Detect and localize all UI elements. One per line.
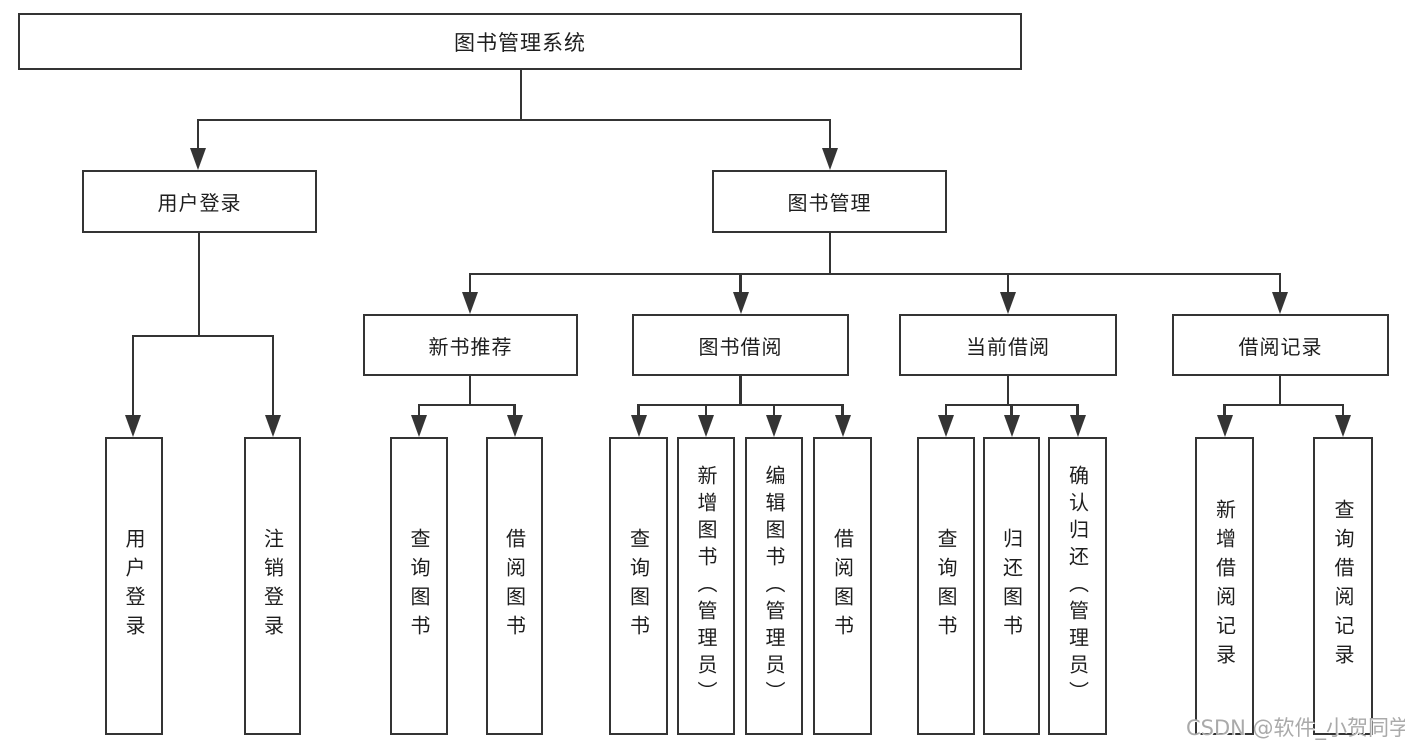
connector-root-rail (197, 118, 831, 122)
leaf-return-books: 归还图书 (983, 437, 1040, 735)
connector-stem-leaf (704, 404, 708, 416)
arrow-to-leaf (938, 415, 954, 437)
arrow-to-leaf (1069, 415, 1086, 437)
csdn-watermark: CSDN @软件_小贺同学 (1186, 716, 1405, 740)
arrow-to-leaf (630, 415, 647, 437)
leaf-user-login: 用户登录 (105, 437, 163, 735)
leaf-borrow-books: 借阅图书 (813, 437, 872, 735)
connector-stem-new-book (468, 273, 472, 292)
arrow-to-new-book (462, 292, 478, 314)
connector-book-mgmt-rail (469, 272, 1281, 276)
arrow-to-borrow-record (1272, 292, 1288, 314)
connector-stem-book-mgmt (828, 119, 832, 149)
leaf-query-borrow-record: 查询借阅记录 (1313, 437, 1373, 735)
connector-stem-logout-leaf (271, 335, 275, 415)
node-book-mgmt: 图书管理 (712, 170, 947, 233)
connector-stem-leaf (417, 404, 421, 416)
connector-stem-leaf (1076, 404, 1079, 416)
arrow-to-book-mgmt (822, 148, 838, 170)
connector-borrow-record-stem (1278, 376, 1282, 406)
leaf-confirm-return-admin: 确认归还（管理员） (1048, 437, 1107, 735)
leaf-add-books-admin: 新增图书（管理员） (677, 437, 735, 735)
leaf-query-books-current: 查询图书 (917, 437, 975, 735)
connector-stem-leaf (841, 404, 844, 416)
connector-stem-borrow-record (1278, 273, 1282, 292)
leaf-query-books-rec: 查询图书 (390, 437, 448, 735)
connector-stem-leaf (772, 404, 776, 416)
arrow-to-leaf (506, 415, 523, 437)
arrow-to-leaf (766, 415, 782, 437)
connector-book-mgmt-stem (828, 233, 832, 274)
arrow-to-leaf (834, 415, 851, 437)
connector-root-stem (519, 70, 523, 121)
connector-stem-current-borrow (1006, 273, 1010, 292)
connector-stem-leaf (1223, 404, 1226, 416)
connector-stem-leaf (513, 404, 516, 416)
arrow-to-login-leaf (125, 415, 141, 437)
arrow-to-leaf (1335, 415, 1351, 437)
connector-stem-leaf (1341, 404, 1345, 416)
arrow-to-leaf (1216, 415, 1233, 437)
node-current-borrow: 当前借阅 (899, 314, 1117, 376)
connector-user-login-stem (197, 233, 201, 336)
arrow-to-user-login (190, 148, 206, 170)
leaf-query-books-borrow: 查询图书 (609, 437, 668, 735)
arrow-to-current-borrow (1000, 292, 1016, 314)
arrow-to-logout-leaf (265, 415, 281, 437)
connector-stem-leaf (944, 404, 948, 416)
connector-stem-login-leaf (131, 335, 135, 415)
leaf-borrow-books-rec: 借阅图书 (486, 437, 543, 735)
connector-stem-user-login (196, 119, 200, 149)
connector-user-login-rail (132, 334, 274, 338)
leaf-edit-books-admin: 编辑图书（管理员） (745, 437, 803, 735)
node-book-borrow: 图书借阅 (632, 314, 849, 376)
connector-stem-leaf (637, 404, 640, 416)
connector-book-borrow-rail (637, 403, 844, 407)
connector-book-borrow-stem (739, 376, 742, 406)
leaf-logout: 注销登录 (244, 437, 301, 735)
arrow-to-leaf (698, 415, 714, 437)
connector-current-borrow-stem (1006, 376, 1010, 406)
connector-stem-leaf (1010, 404, 1013, 416)
connector-stem-book-borrow (739, 273, 742, 292)
node-root-system: 图书管理系统 (18, 13, 1022, 70)
connector-new-book-stem (468, 376, 472, 406)
arrow-to-book-borrow (732, 292, 749, 314)
arrow-to-leaf (411, 415, 427, 437)
connector-new-book-rail (418, 403, 516, 407)
node-user-login: 用户登录 (82, 170, 317, 233)
leaf-add-borrow-record: 新增借阅记录 (1195, 437, 1254, 735)
node-new-book-rec: 新书推荐 (363, 314, 578, 376)
node-borrow-record: 借阅记录 (1172, 314, 1389, 376)
connector-borrow-record-rail (1223, 403, 1344, 407)
arrow-to-leaf (1003, 415, 1020, 437)
